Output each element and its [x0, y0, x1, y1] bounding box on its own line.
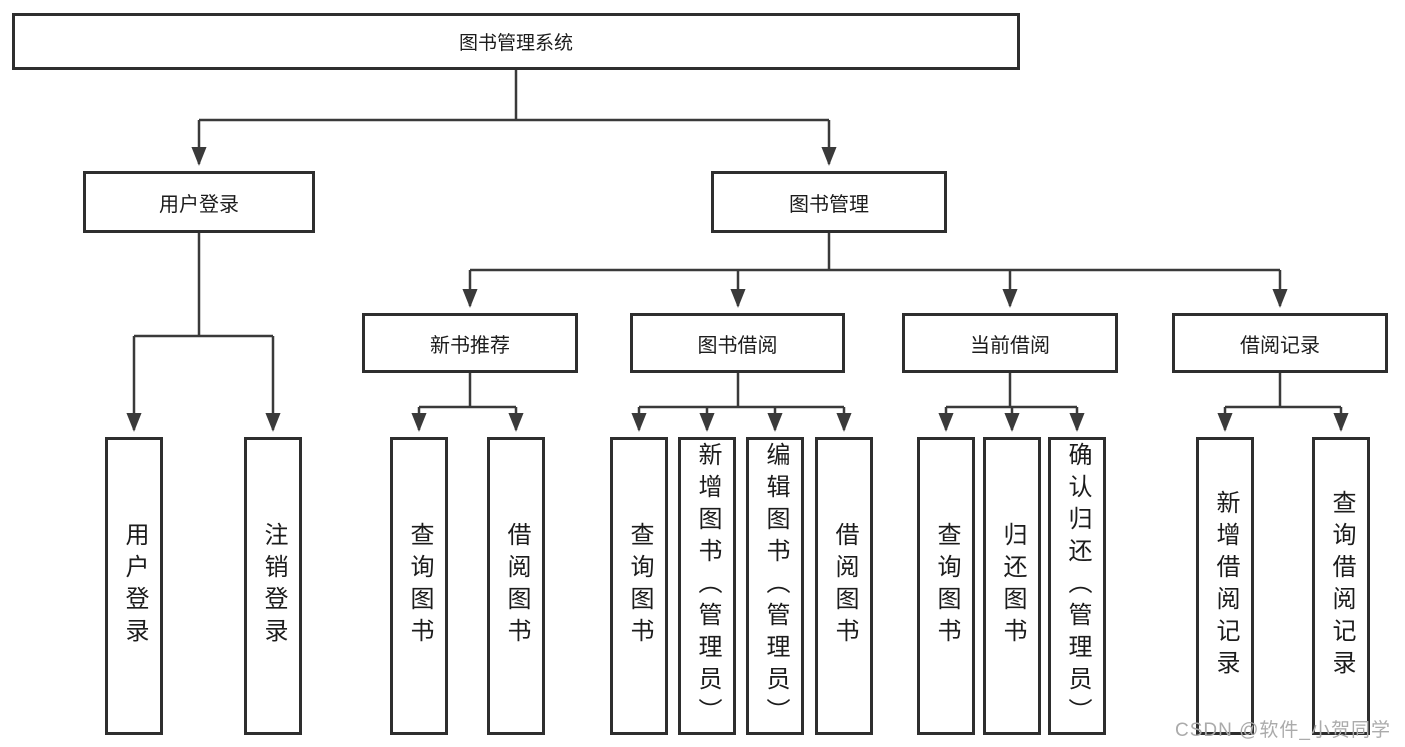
node-new-book-recommend: 新书推荐 [362, 313, 578, 373]
node-leaf-query-books-3: 查询图书 [917, 437, 975, 735]
csdn-watermark: CSDN @软件_小贺同学 [1175, 720, 1391, 741]
node-leaf-logout: 注销登录 [244, 437, 302, 735]
node-label: 新增借阅记录 [1212, 490, 1239, 682]
node-label: 新书推荐 [430, 334, 510, 357]
node-label: 图书管理 [789, 193, 869, 216]
node-user-login: 用户登录 [83, 171, 315, 233]
node-leaf-query-borrow-record: 查询借阅记录 [1312, 437, 1370, 735]
node-leaf-borrow-books-2: 借阅图书 [815, 437, 873, 735]
node-label: 查询借阅记录 [1328, 490, 1355, 682]
node-label: 当前借阅 [970, 334, 1050, 357]
node-current-borrowing: 当前借阅 [902, 313, 1118, 373]
node-label: 用户登录 [121, 522, 148, 650]
node-label: 用户登录 [159, 193, 239, 216]
node-label: 查询图书 [626, 522, 653, 650]
node-leaf-edit-books-admin: 编辑图书（管理员） [746, 437, 804, 735]
node-leaf-confirm-return-admin: 确认归还（管理员） [1048, 437, 1106, 735]
node-root-system: 图书管理系统 [12, 13, 1020, 70]
node-label: 确认归还（管理员） [1064, 442, 1091, 730]
node-leaf-query-books-2: 查询图书 [610, 437, 668, 735]
node-book-management: 图书管理 [711, 171, 947, 233]
node-label: 查询图书 [933, 522, 960, 650]
node-leaf-return-books: 归还图书 [983, 437, 1041, 735]
node-leaf-query-books-1: 查询图书 [390, 437, 448, 735]
node-label: 归还图书 [999, 522, 1026, 650]
node-label: 借阅图书 [831, 522, 858, 650]
node-leaf-user-login: 用户登录 [105, 437, 163, 735]
node-leaf-borrow-books-1: 借阅图书 [487, 437, 545, 735]
node-label: 新增图书（管理员） [694, 442, 721, 730]
node-label: 借阅图书 [503, 522, 530, 650]
node-label: 图书借阅 [697, 334, 778, 357]
node-borrowing-records: 借阅记录 [1172, 313, 1388, 373]
node-leaf-add-borrow-record: 新增借阅记录 [1196, 437, 1254, 735]
node-book-borrowing: 图书借阅 [630, 313, 845, 373]
node-label: 借阅记录 [1240, 334, 1320, 357]
node-label: 图书管理系统 [458, 33, 573, 54]
node-label: 注销登录 [260, 522, 287, 650]
node-leaf-add-books-admin: 新增图书（管理员） [678, 437, 736, 735]
node-label: 查询图书 [406, 522, 433, 650]
node-label: 编辑图书（管理员） [762, 442, 789, 730]
